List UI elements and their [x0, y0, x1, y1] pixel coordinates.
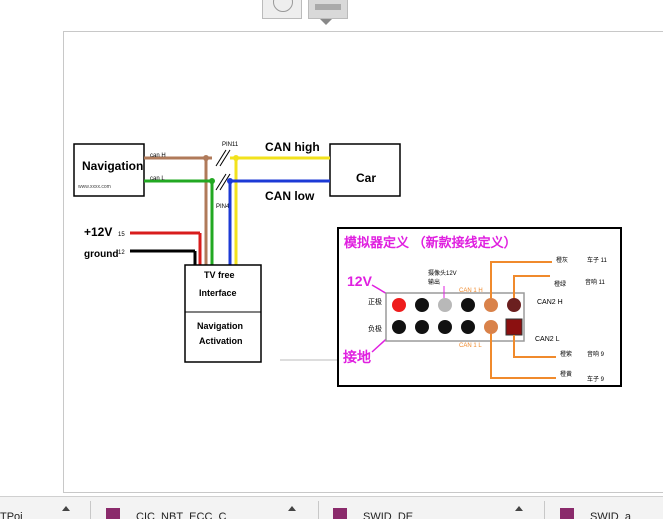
can-l-label: can L — [150, 176, 165, 182]
pin-top-3 — [438, 298, 452, 312]
connector-housing — [385, 292, 525, 342]
nav-activation-line2: Activation — [199, 336, 243, 346]
file-icon — [333, 508, 347, 519]
taskbar: TPoi CIC_NBT_ECC_C SWID_DE SWID_a — [0, 496, 663, 519]
car-box-label: Car — [356, 171, 376, 185]
pin11-label: PIN11 — [222, 142, 239, 148]
can-low-label: CAN low — [265, 189, 315, 203]
taskbar-item-1[interactable]: TPoi — [0, 497, 78, 519]
navigation-box — [73, 143, 145, 197]
can-h-label: can H — [150, 153, 166, 159]
pin-bottom-6 — [505, 318, 523, 336]
pin-bottom-3 — [438, 320, 452, 334]
pin4-switch-mark-2 — [219, 173, 231, 191]
chenghuang-label: 橙黄 — [560, 370, 572, 378]
can-high-label: CAN high — [265, 140, 320, 154]
chezi9-label: 车子 9 — [587, 375, 605, 383]
wire-chenglv — [513, 275, 550, 298]
yinxiang11-label: 音响 11 — [585, 278, 606, 286]
wire-chenghui — [490, 261, 552, 298]
chenglv-label: 橙绿 — [554, 280, 566, 288]
wire-chengzi — [513, 335, 556, 358]
selected-thumbnail-caret-icon — [320, 19, 332, 25]
fuji-label: 负极 — [368, 324, 382, 333]
taskbar-item-2[interactable]: CIC_NBT_ECC_C — [106, 497, 302, 519]
taskbar-separator — [90, 501, 91, 519]
page-thumbnail-2[interactable] — [308, 0, 348, 19]
file-icon — [560, 508, 574, 519]
pin-bottom-4 — [461, 320, 475, 334]
camera12v-line2: 输出 — [428, 278, 440, 286]
yinxiang9-label: 音响 9 — [587, 350, 605, 358]
taskbar-item-4[interactable]: SWID_a — [560, 497, 663, 519]
pin-bottom-1 — [392, 320, 406, 334]
pin-top-2 — [415, 298, 429, 312]
taskbar-item-label: CIC_NBT_ECC_C — [136, 511, 227, 519]
zhengji-label: 正极 — [368, 297, 382, 306]
can1h-label: CAN 1 H — [459, 288, 483, 294]
pin-bottom-2 — [415, 320, 429, 334]
page-thumbnail-1[interactable] — [262, 0, 302, 19]
chevron-up-icon[interactable] — [62, 506, 70, 511]
navigation-box-title: Navigation — [82, 159, 143, 173]
tv-free-line2: Interface — [199, 288, 237, 298]
pin-top-4 — [461, 298, 475, 312]
taskbar-separator — [318, 501, 319, 519]
ground-pin: 12 — [118, 250, 125, 256]
taskbar-item-label: TPoi — [0, 511, 23, 519]
file-icon — [106, 508, 120, 519]
connector-title: 模拟器定义 （新款接线定义） — [344, 235, 517, 250]
chengzi-label: 橙紫 — [560, 350, 572, 358]
taskbar-item-label: SWID_DE — [363, 511, 414, 519]
navigation-box-subtitle: www.xxxx.com — [78, 184, 111, 190]
chevron-up-icon[interactable] — [515, 506, 523, 511]
nav-activation-line1: Navigation — [197, 321, 243, 331]
can-low-junction — [227, 178, 233, 184]
taskbar-item-3[interactable]: SWID_DE — [333, 497, 529, 519]
pin-bottom-5 — [484, 320, 498, 334]
can1l-label: CAN 1 L — [459, 343, 482, 349]
car-box — [329, 143, 401, 197]
can2h-label: CAN2 H — [537, 299, 563, 306]
taskbar-item-label: SWID_a — [590, 511, 631, 519]
taskbar-separator — [544, 501, 545, 519]
tv-free-interface-box — [184, 264, 262, 363]
pin-top-6 — [507, 298, 521, 312]
v12-label: 12V — [347, 273, 373, 289]
pin11-switch-mark-2 — [219, 149, 231, 167]
chenghui-label: 橙灰 — [556, 256, 568, 264]
plus12v-label: +12V — [84, 225, 112, 239]
pin4-switch-mark — [215, 173, 227, 191]
chevron-up-icon[interactable] — [288, 506, 296, 511]
tv-free-line1: TV free — [204, 270, 235, 280]
can-l-junction — [209, 178, 215, 184]
chezi11-label: 车子 11 — [587, 256, 608, 264]
can-h-junction — [203, 155, 209, 161]
wire-chenghuang — [490, 334, 556, 379]
plus12v-pin: 15 — [118, 232, 125, 238]
can-high-junction — [233, 155, 239, 161]
ground-label: ground — [84, 249, 118, 260]
wiring-diagram: Navigation www.xxxx.com Car can H can L … — [73, 140, 622, 387]
pin11-switch-mark — [215, 149, 227, 167]
can2l-label: CAN2 L — [535, 336, 560, 343]
camera12v-line1: 摄像头12V — [428, 269, 457, 277]
pin-top-1 — [392, 298, 406, 312]
pin4-label: PIN4 — [216, 204, 230, 210]
pin-top-5 — [484, 298, 498, 312]
ground-cn-label: 接地 — [343, 349, 371, 365]
